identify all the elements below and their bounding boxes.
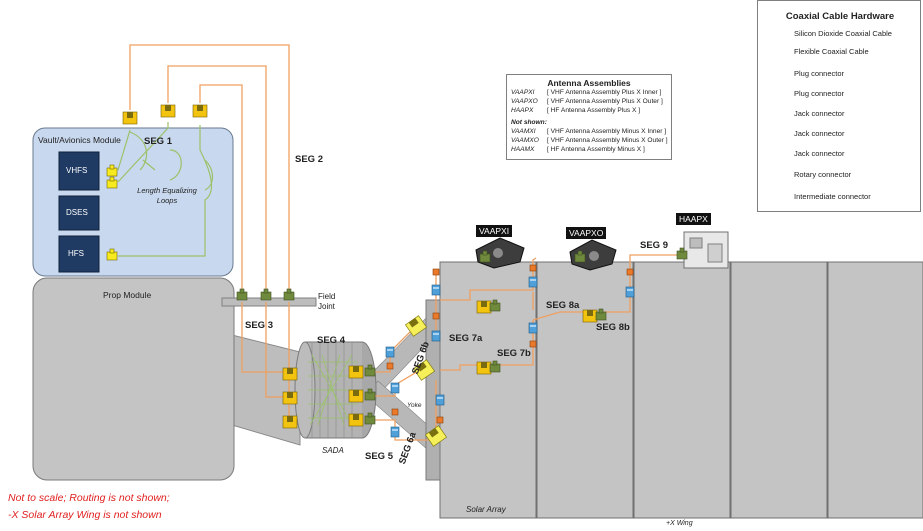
legend-item: Plug connector — [794, 89, 845, 98]
intermediate-connector-icon — [386, 362, 394, 370]
intermediate-connector-icon — [436, 416, 444, 424]
sada-jack-connector-icon — [348, 389, 364, 403]
legend-item: Plug connector — [794, 69, 845, 78]
yoke-label: Yoke — [407, 402, 422, 409]
sada — [294, 341, 377, 439]
sada-label: SADA — [322, 446, 344, 455]
antenna-box-title: Antenna Assemblies — [547, 78, 631, 88]
intermediate-connector-icon — [626, 268, 634, 276]
legend-item: Jack connector — [794, 129, 845, 138]
panel-jack-connector-icon — [476, 361, 492, 375]
seg2-label: SEG 2 — [295, 154, 323, 165]
solar-array-panels — [439, 261, 923, 519]
legend-item: Jack connector — [794, 109, 845, 118]
rotary-connector-icon — [528, 322, 538, 334]
not-shown-label: Not shown: — [511, 119, 547, 126]
hfs-label: HFS — [68, 249, 84, 258]
legend-item: Intermediate connector — [794, 192, 871, 201]
seg7a-label: SEG 7a — [449, 333, 483, 344]
vaapxi-tag: VAAPXI — [476, 225, 513, 237]
antenna-row: VAAMXI[ VHF Antenna Assembly Minus X Inn… — [511, 128, 667, 135]
haapx-tag: HAAPX — [676, 213, 711, 225]
vault-module — [32, 127, 234, 277]
rotary-connector-icon — [390, 382, 400, 394]
rotary-connector-icon — [431, 284, 441, 296]
sada-jack-connector-icon — [348, 413, 364, 427]
yoke-jack-connector-icon — [425, 425, 447, 447]
seg1-jack-connector-icon — [122, 111, 138, 125]
seg7b-label: SEG 7b — [497, 348, 531, 359]
seg8b-label: SEG 8b — [596, 322, 630, 333]
vhfs-label: VHFS — [66, 166, 88, 175]
seg5-label: SEG 5 — [365, 451, 393, 462]
vaapxo-antenna-icon — [569, 239, 617, 271]
legend: Coaxial Cable Hardware Silicon Dioxide C… — [757, 0, 921, 212]
vaapxi-antenna-icon — [475, 237, 525, 269]
intermediate-connector-icon — [529, 340, 537, 348]
rotary-connector-icon — [625, 286, 635, 298]
seg1-jack-connector-icon — [192, 104, 208, 118]
sada-jack-connector-icon — [282, 367, 298, 381]
field-joint-connector-icon — [236, 288, 248, 301]
dses-label: DSES — [66, 208, 88, 217]
rotary-connector-icon — [528, 276, 538, 288]
sada-jack-connector-icon — [282, 391, 298, 405]
legend-item: Rotary connector — [794, 170, 852, 179]
field-joint-connector-icon — [260, 288, 272, 301]
seg8a-label: SEG 8a — [546, 300, 580, 311]
legend-title: Coaxial Cable Hardware — [785, 11, 895, 22]
rotary-connector-icon — [431, 330, 441, 342]
antenna-assemblies-box: Antenna Assemblies VAAPXI[ VHF Antenna A… — [506, 74, 672, 160]
prop-module — [32, 277, 301, 481]
antenna-row: HAAMX[ HF Antenna Assembly Minus X ] — [511, 146, 645, 153]
sada-jack-connector-icon — [348, 365, 364, 379]
flex-cables — [117, 122, 214, 257]
yoke-jack-connector-icon — [405, 315, 427, 337]
antenna-row: VAAPXI[ VHF Antenna Assembly Plus X Inne… — [511, 89, 662, 96]
length-equalizing-loops-label: Length Equalizing Loops — [137, 186, 197, 205]
legend-item: Jack connector — [794, 149, 845, 158]
field-joint-label: Field Joint — [318, 292, 336, 311]
intermediate-connector-icon — [391, 408, 399, 416]
panel-jack-connector-icon — [582, 309, 598, 323]
scale-note: Not to scale; Routing is not shown; — [8, 492, 170, 504]
rotary-connector-icon — [385, 346, 395, 358]
wing-note: -X Solar Array Wing is not shown — [8, 509, 162, 521]
field-joint-connector-icon — [283, 288, 295, 301]
intermediate-connector-icon — [432, 268, 440, 276]
antenna-row: VAAMXO[ VHF Antenna Assembly Minus X Out… — [511, 137, 668, 144]
sada-jack-connector-icon — [282, 415, 298, 429]
panel-jack-connector-icon — [476, 300, 492, 314]
seg1-label: SEG 1 — [144, 136, 172, 147]
vault-module-label: Vault/Avionics Module — [38, 135, 121, 145]
sio2-cables — [129, 44, 680, 441]
seg1-jack-connector-icon — [160, 104, 176, 118]
plus-x-wing-label: +X Wing — [666, 520, 693, 527]
intermediate-connector-icon — [432, 312, 440, 320]
seg9-label: SEG 9 — [640, 240, 668, 251]
intermediate-connector-icon — [529, 264, 537, 272]
antenna-row: VAAPXO[ VHF Antenna Assembly Plus X Oute… — [511, 98, 663, 105]
rotary-connector-icon — [390, 426, 400, 438]
seg3-label: SEG 3 — [245, 320, 273, 331]
legend-item: Silicon Dioxide Coaxial Cable — [794, 29, 892, 38]
vaapxo-tag: VAAPXO — [566, 227, 607, 239]
legend-item: Flexible Coaxial Cable — [794, 47, 869, 56]
seg4-label: SEG 4 — [317, 335, 345, 346]
rotary-connector-icon — [435, 394, 445, 406]
yoke-jack-connector-icon — [413, 359, 435, 381]
haapx-antenna-icon — [676, 231, 729, 269]
solar-array-label: Solar Array — [466, 505, 506, 514]
prop-module-label: Prop Module — [103, 290, 152, 300]
antenna-row: HAAPX[ HF Antenna Assembly Plus X ] — [511, 107, 641, 114]
